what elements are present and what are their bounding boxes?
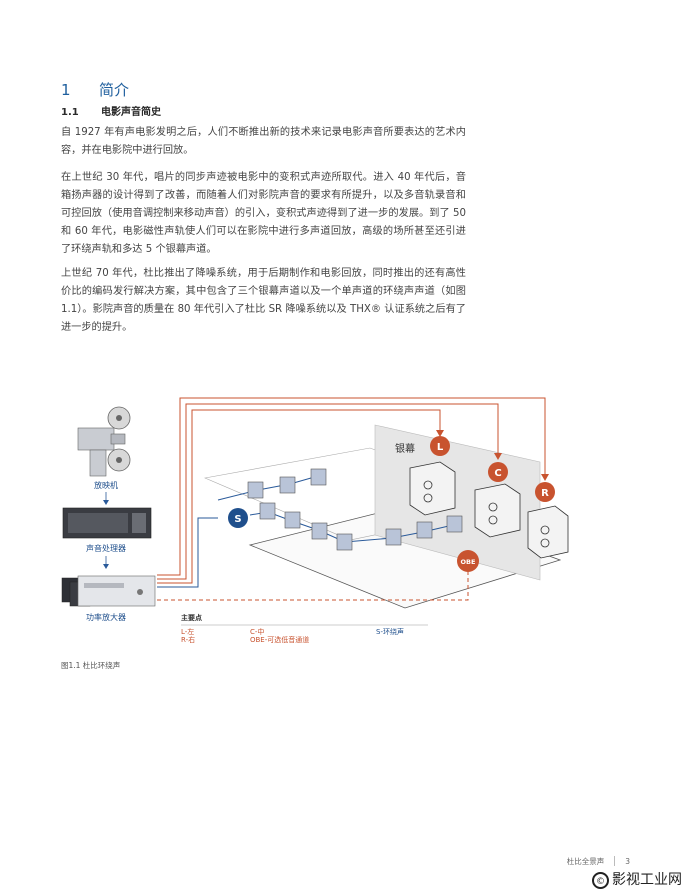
- projector-label: 放映机: [94, 480, 118, 490]
- arrowhead-2: [103, 564, 109, 569]
- legend-center: C-中: [250, 627, 264, 636]
- speaker-C-badge: [488, 462, 508, 482]
- auditorium-floor: [248, 504, 562, 609]
- watermark-text: 影视工业网: [612, 872, 682, 888]
- paragraph-2: 在上世纪 30 年代，唱片的同步声迹被电影中的变积式声迹所取代。进入 40 年代…: [61, 172, 466, 255]
- legend-right: R-右: [181, 635, 195, 644]
- speaker-S-label: S: [234, 514, 241, 525]
- watermark: ©影视工业网: [592, 869, 682, 889]
- section-heading: 1 简介: [61, 79, 129, 100]
- subsection-number: 1.1: [61, 107, 79, 118]
- section-number: 1: [61, 81, 71, 99]
- section-title: 简介: [99, 81, 130, 99]
- processor-label: 声音处理器: [86, 543, 126, 553]
- signal-arrowheads: [436, 430, 549, 481]
- projector-icon: [77, 406, 131, 477]
- copyright-icon: ©: [592, 871, 609, 889]
- sound-processor-icon: [62, 507, 152, 539]
- speaker-R-label: R: [541, 488, 549, 499]
- speaker-S-badge: [228, 508, 248, 528]
- speaker-right: [527, 505, 569, 559]
- signal-line-obe: [157, 572, 469, 601]
- legend-surround: S-环绕声: [376, 627, 404, 636]
- arrowhead-1: [103, 500, 109, 505]
- speaker-C-label: C: [494, 468, 501, 479]
- figure-caption: 图1.1 杜比环绕声: [61, 661, 121, 670]
- speaker-L-badge: [430, 436, 450, 456]
- signal-line-surround: [157, 517, 218, 588]
- footer-separator: [614, 856, 616, 866]
- paragraph-1: 自 1927 年有声电影发明之后，人们不断推出新的技术来记录电影声音所要表达的艺…: [61, 127, 466, 156]
- speaker-L-label: L: [437, 442, 444, 453]
- subsection-heading: 1.1 电影声音简史: [61, 103, 161, 118]
- page-footer: 杜比全景声 3: [567, 856, 630, 867]
- screen-label: 银幕: [395, 442, 415, 455]
- surround-chain-left: [217, 475, 319, 501]
- speaker-left: [409, 461, 456, 516]
- legend-obe: OBE-可选低音通道: [250, 635, 309, 644]
- signal-lines-screen: [157, 397, 546, 584]
- surround-speaker-array: [247, 468, 463, 551]
- footer-title: 杜比全景声: [566, 857, 605, 866]
- speaker-R-badge: [535, 482, 555, 502]
- speaker-OBE-label: OBE: [461, 558, 476, 566]
- speaker-OBE-badge: [457, 550, 479, 572]
- legend-title: 主要点: [181, 613, 202, 622]
- page-number: 3: [625, 857, 630, 866]
- amplifier-label: 功率放大器: [86, 612, 126, 622]
- legend-left: L-左: [181, 627, 194, 636]
- subsection-title: 电影声音简史: [101, 107, 161, 118]
- speaker-center: [474, 483, 521, 538]
- power-amplifier-icon: [61, 575, 156, 607]
- paragraph-3: 上世纪 70 年代，杜比推出了降噪系统，用于后期制作和电影回放，同时推出的还有高…: [61, 268, 466, 333]
